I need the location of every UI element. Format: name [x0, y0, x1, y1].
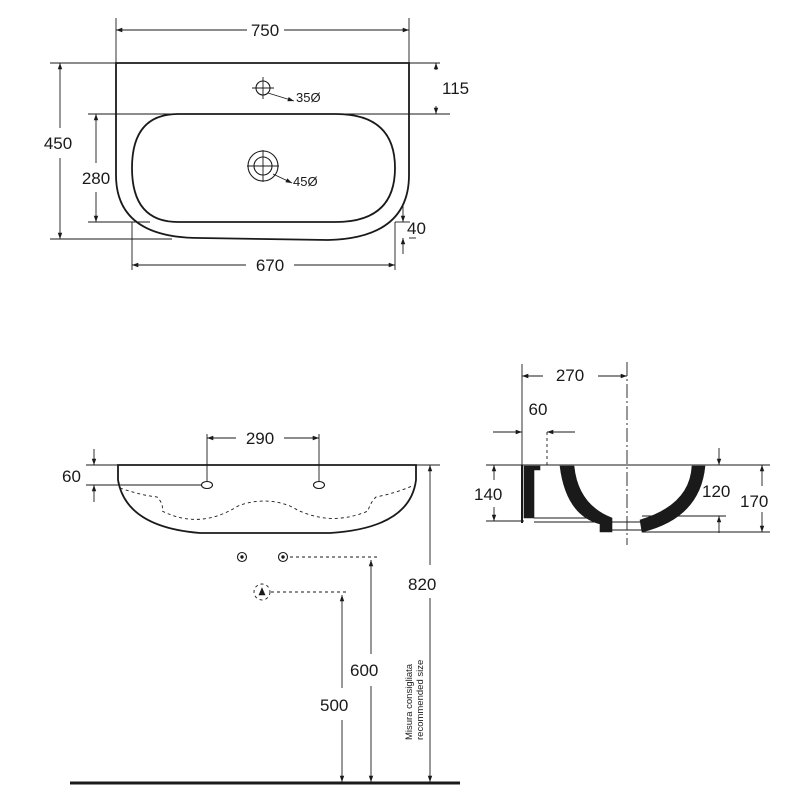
recommended-size-note: Misura consigliata recommended size — [404, 660, 426, 740]
basin-outline-front — [117, 464, 417, 534]
drain-diameter-label: 45Ø — [293, 174, 318, 189]
side-view: 270 60 140 120 170 — [474, 362, 770, 545]
dim-120: 120 — [702, 482, 730, 501]
dim-280: 280 — [82, 169, 110, 188]
dim-40: 40 — [407, 219, 426, 238]
waste-outlet — [253, 583, 271, 601]
dim-60-side: 60 — [529, 400, 548, 419]
dim-270: 270 — [556, 366, 584, 385]
drain-hole — [247, 150, 279, 182]
tap-hole-right — [312, 480, 326, 490]
basin-outline-top — [115, 62, 410, 241]
front-view: 290 60 820 Misura consigliata — [62, 429, 460, 785]
dim-450: 450 — [44, 134, 72, 153]
dim-500: 500 — [320, 696, 348, 715]
dim-290: 290 — [246, 429, 274, 448]
top-view: 35Ø 45Ø 750 450 280 115 — [44, 18, 469, 275]
dim-140: 140 — [474, 485, 502, 504]
dim-750: 750 — [251, 21, 279, 40]
dim-820: 820 — [408, 575, 436, 594]
tap-hole — [252, 77, 274, 99]
bowl-hidden-line — [119, 485, 413, 520]
dim-600: 600 — [350, 661, 378, 680]
dim-115: 115 — [442, 79, 469, 98]
bowl-outline — [131, 113, 396, 223]
dim-60-front: 60 — [62, 467, 81, 486]
bowl-section — [559, 465, 613, 533]
tap-hole-diameter-label: 35Ø — [296, 90, 321, 105]
supply-valve-right — [277, 551, 289, 563]
supply-valve-left — [236, 551, 248, 563]
tap-hole-left — [200, 480, 214, 490]
dim-670: 670 — [256, 256, 284, 275]
dim-170: 170 — [740, 492, 768, 511]
